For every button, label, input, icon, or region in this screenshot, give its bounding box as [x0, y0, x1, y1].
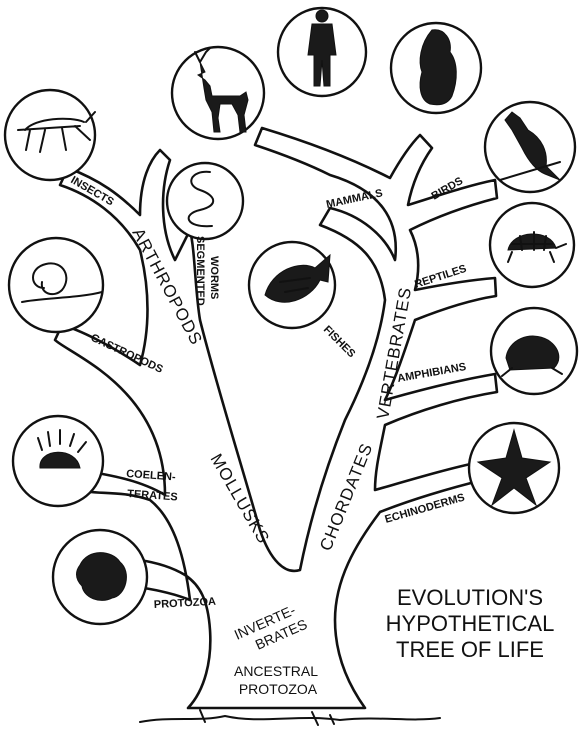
label-coelenterates-2: TERATES — [127, 488, 178, 503]
title-line-1: EVOLUTION'S — [397, 585, 543, 610]
label-mammals: MAMMALS — [325, 187, 384, 211]
frog-icon — [491, 308, 577, 394]
label-segmented-worms-2: WORMS — [208, 256, 220, 299]
amoeba-icon — [53, 530, 147, 624]
label-ancestral: ANCESTRAL — [234, 663, 318, 679]
snail-icon — [9, 238, 103, 332]
worm-icon — [167, 163, 243, 239]
title-line-3: TREE OF LIFE — [396, 637, 544, 662]
turtle-icon — [490, 203, 574, 287]
starfish-icon — [469, 423, 559, 513]
ape-icon — [391, 23, 481, 113]
label-segmented-worms-1: SEGMENTED — [194, 236, 206, 306]
anemone-icon — [13, 416, 103, 506]
deer-icon — [172, 47, 264, 139]
human-icon — [278, 8, 366, 96]
label-fishes: FISHES — [321, 324, 358, 361]
diagram-title: EVOLUTION'S HYPOTHETICAL TREE OF LIFE — [386, 585, 555, 662]
label-protozoa-base: PROTOZOA — [239, 681, 318, 697]
cardinal-icon — [485, 102, 575, 192]
fish-icon — [249, 242, 335, 328]
title-line-2: HYPOTHETICAL — [386, 611, 555, 636]
grasshopper-icon — [5, 90, 95, 180]
